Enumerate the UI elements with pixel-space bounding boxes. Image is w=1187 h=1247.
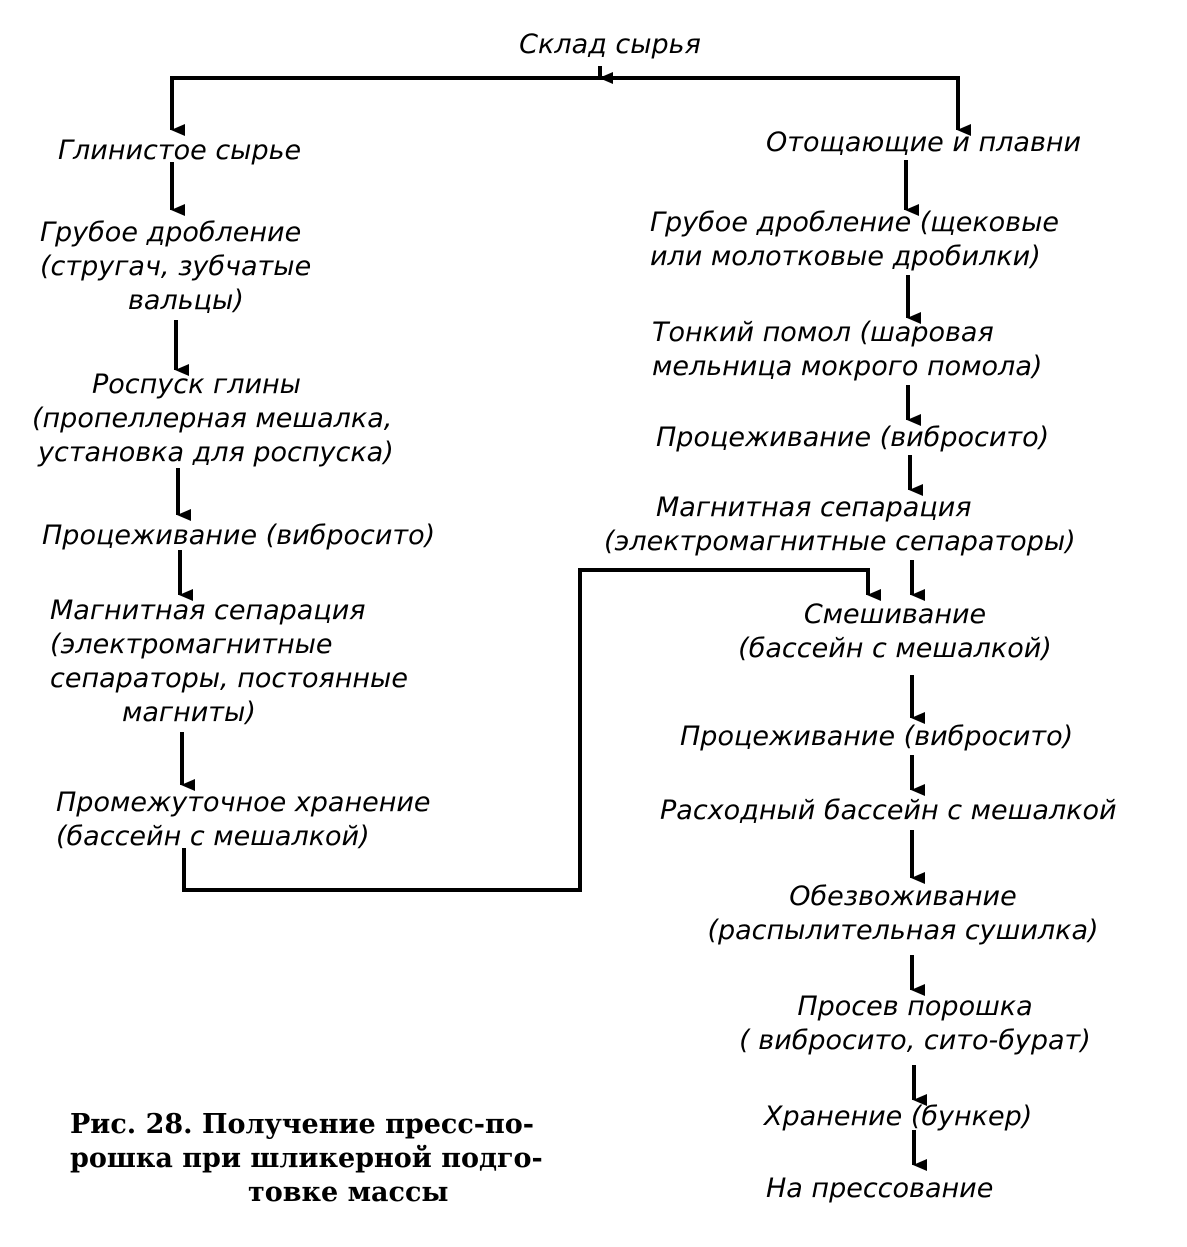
right-node-5: Смешивание (бассейн с мешалкой) <box>738 599 1052 664</box>
right-node-0: Отощающие и плавни <box>766 127 1082 158</box>
right-node-1: Грубое дробление (щековые или молотковые… <box>650 207 1060 272</box>
right-node-6: Процеживание (вибросито) <box>680 721 1074 752</box>
left-node-3: Процеживание (вибросито) <box>42 520 436 551</box>
left-node-1: Грубое дробление (стругач, зубчатые валь… <box>40 217 312 316</box>
left-node-2: Роспуск глины (пропеллерная мешалка, уст… <box>32 369 394 468</box>
right-node-10: Хранение (бункер) <box>764 1101 1033 1132</box>
left-node-5: Промежуточное хранение (бассейн с мешалк… <box>56 787 431 852</box>
merge-connector <box>182 568 870 892</box>
branch-bar <box>170 76 960 130</box>
left-node-4: Магнитная сепарация (электромагнитные се… <box>50 595 408 728</box>
node-root: Склад сырья <box>519 29 701 60</box>
right-node-3: Процеживание (вибросито) <box>656 422 1050 453</box>
right-node-4: Магнитная сепарация (электромагнитные се… <box>604 492 1076 557</box>
figure-caption: Рис. 28. Получение пресс-по- рошка при ш… <box>70 1109 543 1208</box>
right-node-11: На прессование <box>766 1173 994 1204</box>
left-node-0: Глинистое сырье <box>58 135 302 166</box>
right-node-9: Просев порошка ( вибросито, сито-бурат) <box>739 991 1091 1056</box>
right-node-7: Расходный бассейн с мешалкой <box>660 795 1117 826</box>
right-node-8: Обезвоживание (распылительная сушилка) <box>707 881 1099 946</box>
right-node-2: Тонкий помол (шаровая мельница мокрого п… <box>652 317 1043 382</box>
